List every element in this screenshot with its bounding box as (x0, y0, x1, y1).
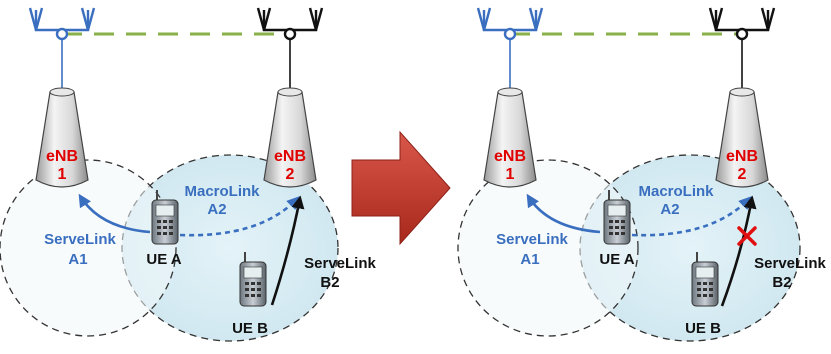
tower-icon (35, 87, 89, 188)
servelink-b-sublabel: B2 (772, 274, 791, 291)
servelink-b-sublabel: B2 (320, 274, 339, 291)
enb1-name: eNB (46, 148, 78, 165)
enb2-number: 2 (738, 166, 747, 183)
ue-a-label: UE A (599, 251, 634, 268)
phone-icon (691, 252, 719, 307)
right-panel: eNB 1 eNB 2 UE A (457, 7, 827, 342)
cell-enb1 (457, 159, 639, 337)
phone-icon (603, 190, 631, 245)
enb1-number: 1 (506, 166, 515, 183)
enb2-number: 2 (286, 166, 295, 183)
antenna-icon (28, 7, 96, 95)
phone-icon (239, 252, 267, 307)
enb2-name: eNB (726, 148, 758, 165)
servelink-b-label: ServeLink (754, 255, 826, 272)
left-panel: eNB 1 eNB 2 UE A (0, 7, 377, 342)
cell-enb1 (0, 159, 177, 337)
macrolink-sublabel: A2 (207, 201, 226, 218)
enb2-name: eNB (274, 148, 306, 165)
servelink-a-label: ServeLink (44, 231, 116, 248)
servelink-a-sublabel: A1 (520, 251, 539, 268)
ue-a-label: UE A (146, 251, 181, 268)
enb1-name: eNB (494, 148, 526, 165)
right-arrow-icon (351, 130, 451, 246)
tower-icon (715, 87, 769, 188)
ue-b-label: UE B (685, 320, 721, 337)
servelink-a-sublabel: A1 (68, 251, 87, 268)
servelink-b-label: ServeLink (304, 255, 376, 272)
macrolink-label: MacroLink (638, 183, 714, 200)
servelink-a1-arrow (526, 193, 601, 234)
antenna-icon (256, 7, 324, 95)
enb1-number: 1 (58, 166, 67, 183)
servelink-a1-arrow (78, 193, 151, 234)
ue-b-label: UE B (232, 320, 268, 337)
macrolink-sublabel: A2 (660, 201, 679, 218)
macrolink-label: MacroLink (184, 183, 260, 200)
servelink-b2-arrow (270, 195, 305, 306)
antenna-icon (708, 7, 776, 95)
servelink-b2-arrow (720, 195, 757, 307)
tower-icon (483, 87, 537, 188)
x-mark-icon (737, 226, 757, 246)
antenna-icon (476, 7, 544, 95)
tower-icon (263, 87, 317, 188)
servelink-a-label: ServeLink (496, 231, 568, 248)
phone-icon (151, 190, 179, 245)
